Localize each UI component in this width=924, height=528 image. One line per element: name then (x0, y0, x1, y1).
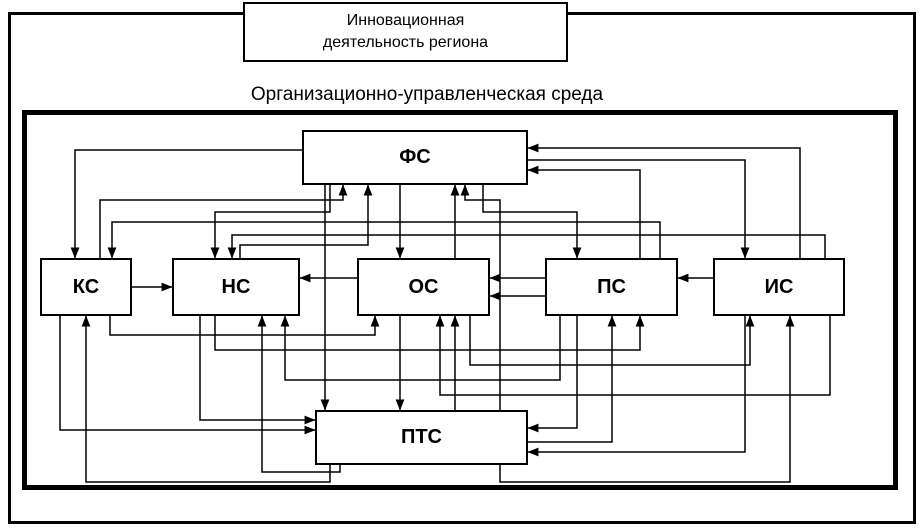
connector-ks-to-fs (99, 184, 348, 258)
node-ks-label: КС (72, 275, 100, 298)
connector-pts-to-fs (460, 184, 501, 410)
connector-ns-to-fs (239, 184, 373, 258)
node-ns-label: НС (221, 275, 251, 298)
connector-ks-to-pts (59, 316, 316, 435)
connector-pts-to-ks (81, 315, 331, 483)
node-pts-label: ПТС (400, 426, 443, 448)
node-os: ОС (357, 258, 490, 316)
connector-pts-to-is (499, 315, 795, 483)
title-line-2: деятельность региона (322, 34, 489, 51)
environment-frame (22, 110, 898, 490)
connector-is-to-pts (527, 316, 746, 457)
node-ns: НС (172, 258, 300, 316)
connector-is-to-fs (527, 143, 801, 258)
connector-os-to-is (469, 315, 755, 366)
connector-pts-to-ps (528, 315, 617, 443)
node-is-label: ИС (764, 275, 794, 298)
node-fs: ФС (302, 130, 528, 185)
connector-ps-to-ks (107, 221, 661, 259)
connector-pts-to-ns (257, 315, 341, 473)
connector-ks-to-os (109, 315, 380, 336)
connector-is-to-os (435, 315, 831, 396)
node-os-label: ОС (408, 275, 439, 298)
node-ps-label: ПС (597, 275, 626, 298)
connector-ps-to-fs (527, 165, 641, 258)
node-ps: ПС (545, 258, 678, 316)
environment-label: Организационно-управленческая среда (250, 84, 604, 105)
node-is: ИС (713, 258, 845, 316)
node-fs-label: ФС (399, 146, 431, 168)
connector-ns-to-ps (214, 315, 645, 351)
connector-ns-to-pts (199, 316, 316, 425)
connector-fs-to-ns (210, 185, 331, 259)
title-line-1: Инновационная (346, 12, 465, 30)
connector-is-to-ns (227, 234, 826, 259)
connector-ps-to-ns (280, 315, 561, 381)
connector-fs-to-is (528, 159, 750, 259)
connector-ps-to-pts (527, 316, 578, 433)
connector-fs-to-ks (70, 149, 302, 259)
node-ks: КС (40, 258, 132, 316)
title-box: Инновационная деятельность региона (243, 2, 568, 62)
node-pts: ПТС (315, 410, 528, 465)
